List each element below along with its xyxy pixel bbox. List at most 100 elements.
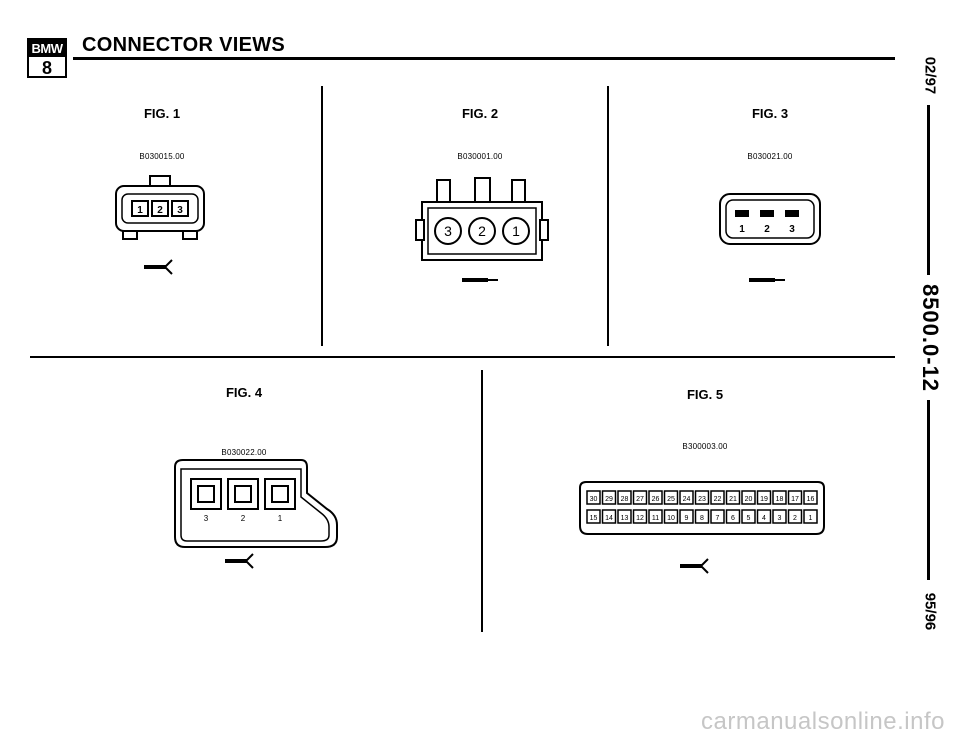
fig5-top-pin-label-21: 21: [729, 496, 737, 503]
fig1-latch: [149, 175, 171, 187]
fig5-top-pin-19: [756, 490, 772, 505]
fig1-connector-diagram: 1 2 3: [115, 175, 205, 275]
fig5-bottom-pin-label-9: 9: [685, 515, 689, 522]
fig5-top-pin-28: [617, 490, 632, 505]
fig1-inner-frame: [121, 193, 199, 224]
fig5-bottom-pin-15: [586, 509, 601, 524]
fig5-top-pin-label-16: 16: [807, 496, 815, 503]
logo-text: BMW: [29, 40, 65, 57]
fig5-bottom-pin-5: [741, 509, 756, 524]
fig1-label: FIG. 1: [143, 106, 181, 121]
fig5-top-pin-18: [772, 490, 787, 505]
fig3-pin-label-2: 2: [764, 224, 770, 235]
fig2-label: FIG. 2: [461, 106, 499, 121]
fig5-top-pin-20: [741, 490, 756, 505]
fig3-pin-3: [785, 210, 799, 217]
fig1-pin-2: [151, 200, 169, 217]
fig3-housing: [719, 193, 821, 245]
fig3-connector-diagram: 1 2 3: [719, 193, 821, 282]
fig5-top-pin-17: [787, 490, 803, 505]
fig5-bottom-pin-label-4: 4: [762, 515, 766, 522]
divider-fig2-fig3: [607, 86, 609, 346]
fig4-pin-2-outer: [227, 478, 259, 510]
fig5-top-pin-25: [663, 490, 679, 505]
fig2-pin-label-2: 2: [478, 223, 486, 239]
fig5-bottom-pin-label-1: 1: [809, 515, 813, 522]
fig5-bottom-pin-11: [648, 509, 663, 524]
fig5-bottom-pin-label-11: 11: [652, 515, 659, 522]
fig2-latch-center: [474, 177, 491, 208]
fig1-plug-direction-tip: [163, 259, 173, 275]
fig1-plug-direction-symbol: [144, 265, 166, 269]
fig3-pin-2: [760, 210, 774, 217]
fig5-top-pin-label-29: 29: [605, 496, 613, 503]
fig5-bottom-pin-label-3: 3: [778, 515, 782, 522]
fig2-inner-frame: [427, 207, 537, 255]
fig1-code: B030015.00: [139, 152, 185, 161]
fig5-plug-direction-symbol: [680, 564, 702, 568]
fig5-top-pin-29: [601, 490, 617, 505]
fig5-bottom-pin-10: [663, 509, 679, 524]
fig5-top-pin-21: [725, 490, 741, 505]
margin-date: 02/97: [921, 56, 939, 95]
fig5-bottom-pin-label-13: 13: [621, 515, 629, 522]
fig4-pin-2-inner: [234, 485, 252, 503]
fig5-top-pin-label-26: 26: [652, 496, 660, 503]
fig5-bottom-pin-13: [617, 509, 632, 524]
fig5-bottom-pin-14: [601, 509, 617, 524]
fig4-pin-3-inner: [197, 485, 215, 503]
fig4-pin-1-outer: [264, 478, 296, 510]
fig1-pin-label-1: 1: [137, 205, 143, 216]
fig2-tab-left: [415, 219, 425, 241]
header-rule: [73, 57, 895, 60]
fig4-connector-diagram: 3 2 1: [174, 459, 338, 569]
fig5-bottom-pin-label-14: 14: [605, 515, 613, 522]
fig5-top-pin-label-23: 23: [698, 496, 706, 503]
fig4-pin-label-3: 3: [204, 514, 209, 523]
fig2-latch-left: [436, 179, 451, 208]
fig4-pin-label-1: 1: [278, 514, 283, 523]
page-title: CONNECTOR VIEWS: [82, 34, 286, 56]
watermark: carmanualsonline.info: [701, 708, 945, 735]
logo-series: 8: [41, 58, 52, 78]
fig5-bottom-pin-label-6: 6: [731, 515, 735, 522]
fig5-bottom-pin-label-5: 5: [747, 515, 751, 522]
fig5-plug-direction-tip: [699, 558, 709, 574]
fig4-pin-1-inner: [271, 485, 289, 503]
fig4-plug-direction-tip: [244, 553, 254, 569]
fig5-housing: [579, 481, 825, 535]
fig2-pin-2: [468, 217, 496, 245]
fig2-plug-direction-tip: [488, 279, 498, 281]
fig4-inner-frame: [180, 468, 330, 542]
fig5-bottom-pin-4: [756, 509, 772, 524]
fig5-top-pin-label-17: 17: [791, 496, 799, 503]
fig2-pin-label-1: 1: [512, 223, 520, 239]
fig5-bottom-pin-label-12: 12: [636, 515, 644, 522]
fig2-latch-right: [511, 179, 526, 208]
fig3-plug-direction-tip: [775, 279, 785, 281]
fig2-tab-right: [539, 219, 549, 241]
fig4-pin-label-2: 2: [241, 514, 246, 523]
fig5-bottom-pin-8: [694, 509, 710, 524]
fig4-pin-3-outer: [190, 478, 222, 510]
fig5-top-pin-27: [632, 490, 648, 505]
fig5-bottom-pin-label-2: 2: [793, 515, 797, 522]
fig5-top-pin-label-24: 24: [683, 496, 691, 503]
bmw-8-series-logo: BMW 8: [27, 38, 67, 78]
divider-fig4-fig5: [481, 370, 483, 632]
fig3-code: B030021.00: [747, 152, 793, 161]
fig5-bottom-pin-1: [803, 509, 818, 524]
fig5-bottom-pin-6: [725, 509, 741, 524]
fig3-pin-label-1: 1: [739, 224, 745, 235]
fig5-top-pin-label-18: 18: [776, 496, 784, 503]
fig1-pin-label-3: 3: [177, 205, 183, 216]
fig5-bottom-pin-label-7: 7: [716, 515, 720, 522]
fig5-top-pin-label-30: 30: [590, 496, 598, 503]
fig3-pin-label-3: 3: [789, 224, 795, 235]
fig5-bottom-pin-9: [679, 509, 694, 524]
fig5-top-pin-22: [710, 490, 725, 505]
fig2-code: B030001.00: [457, 152, 503, 161]
fig2-plug-direction-symbol: [462, 278, 488, 282]
